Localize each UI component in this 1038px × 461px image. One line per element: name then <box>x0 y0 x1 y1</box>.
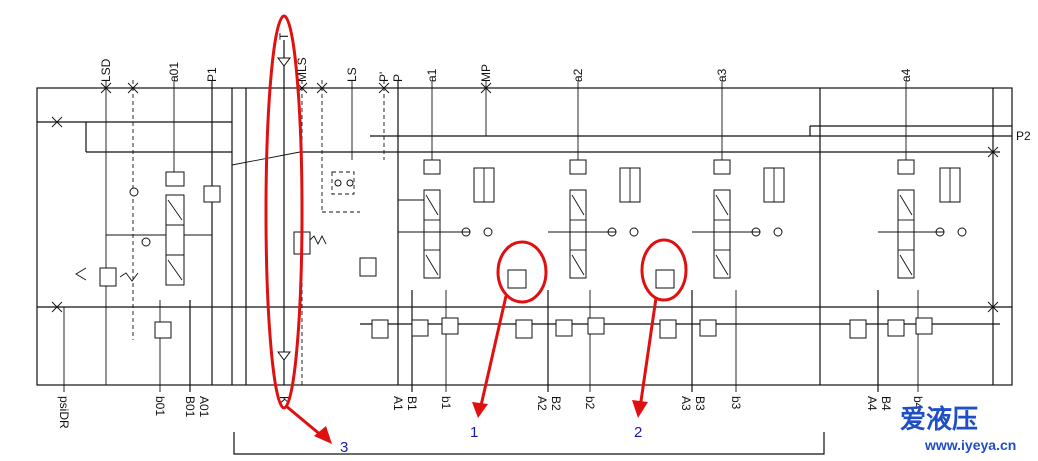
section-dividers <box>231 88 994 385</box>
label-p2: P2 <box>1016 129 1031 143</box>
highlight-ellipse-2 <box>640 238 688 302</box>
label-mls: MLS <box>295 57 309 82</box>
work-section-3 <box>659 159 785 339</box>
inlet-section <box>75 171 221 339</box>
label-a01: a01 <box>167 62 181 82</box>
label-b3-cap: B3 <box>693 396 707 411</box>
valve-block-frame <box>36 87 1013 386</box>
label-t: T <box>277 32 291 40</box>
label-a3-cap: A3 <box>679 396 693 411</box>
port-plug-marks <box>51 82 999 313</box>
arrow-2-shaft <box>638 297 658 409</box>
relief-section <box>293 171 377 277</box>
label-a2: a2 <box>571 68 585 82</box>
label-b01: b01 <box>153 396 167 416</box>
label-a1: a1 <box>425 68 439 82</box>
arrow-1-head <box>472 402 488 418</box>
label-b2: b2 <box>583 396 597 410</box>
label-psidr: psiDR <box>57 396 71 429</box>
label-a4-cap: A4 <box>865 396 879 411</box>
label-b1: b1 <box>439 396 453 410</box>
label-ls: LS <box>345 67 359 82</box>
label-b3: b3 <box>729 396 743 410</box>
arrow-2-head <box>632 400 648 418</box>
label-b1-cap: B1 <box>405 396 419 411</box>
label-a4: a4 <box>899 68 913 82</box>
port-lines-bottom <box>63 290 919 392</box>
label-a3: a3 <box>715 68 729 82</box>
label-b4: b4 <box>911 396 925 410</box>
work-section-1 <box>371 159 527 339</box>
label-k: K <box>277 396 291 404</box>
label-b2-cap: B2 <box>549 396 563 411</box>
callout-1: 1 <box>470 424 478 441</box>
label-p: P <box>391 74 405 82</box>
label-p1: P1 <box>205 67 219 82</box>
arrow-3-head <box>314 426 332 444</box>
highlight-ellipse-1 <box>496 240 548 304</box>
label-p-prime: P' <box>377 72 391 82</box>
watermark-url: www.iyeya.cn <box>924 437 1016 453</box>
label-a01-cap: A01 <box>197 396 211 418</box>
callout-2: 2 <box>634 424 642 441</box>
label-b4-cap: B4 <box>879 396 893 411</box>
port-lines-top <box>105 40 907 385</box>
work-section-2 <box>515 159 675 339</box>
label-mp: MP <box>479 64 493 82</box>
callout-3: 3 <box>340 439 348 456</box>
tank-line-checks <box>277 57 291 361</box>
work-section-4 <box>849 159 967 339</box>
label-a1-cap: A1 <box>391 396 405 411</box>
arrow-3-shaft <box>285 404 323 438</box>
highlight-ellipse-3 <box>264 14 304 410</box>
label-a2-cap: A2 <box>535 396 549 411</box>
label-b01-cap: B01 <box>183 396 197 418</box>
pressure-lines <box>37 121 1012 325</box>
section-bracket <box>233 432 825 455</box>
label-lsd: LSD <box>99 58 113 82</box>
watermark-cn: 爱液压 <box>900 405 978 435</box>
arrow-1-shaft <box>478 295 508 411</box>
